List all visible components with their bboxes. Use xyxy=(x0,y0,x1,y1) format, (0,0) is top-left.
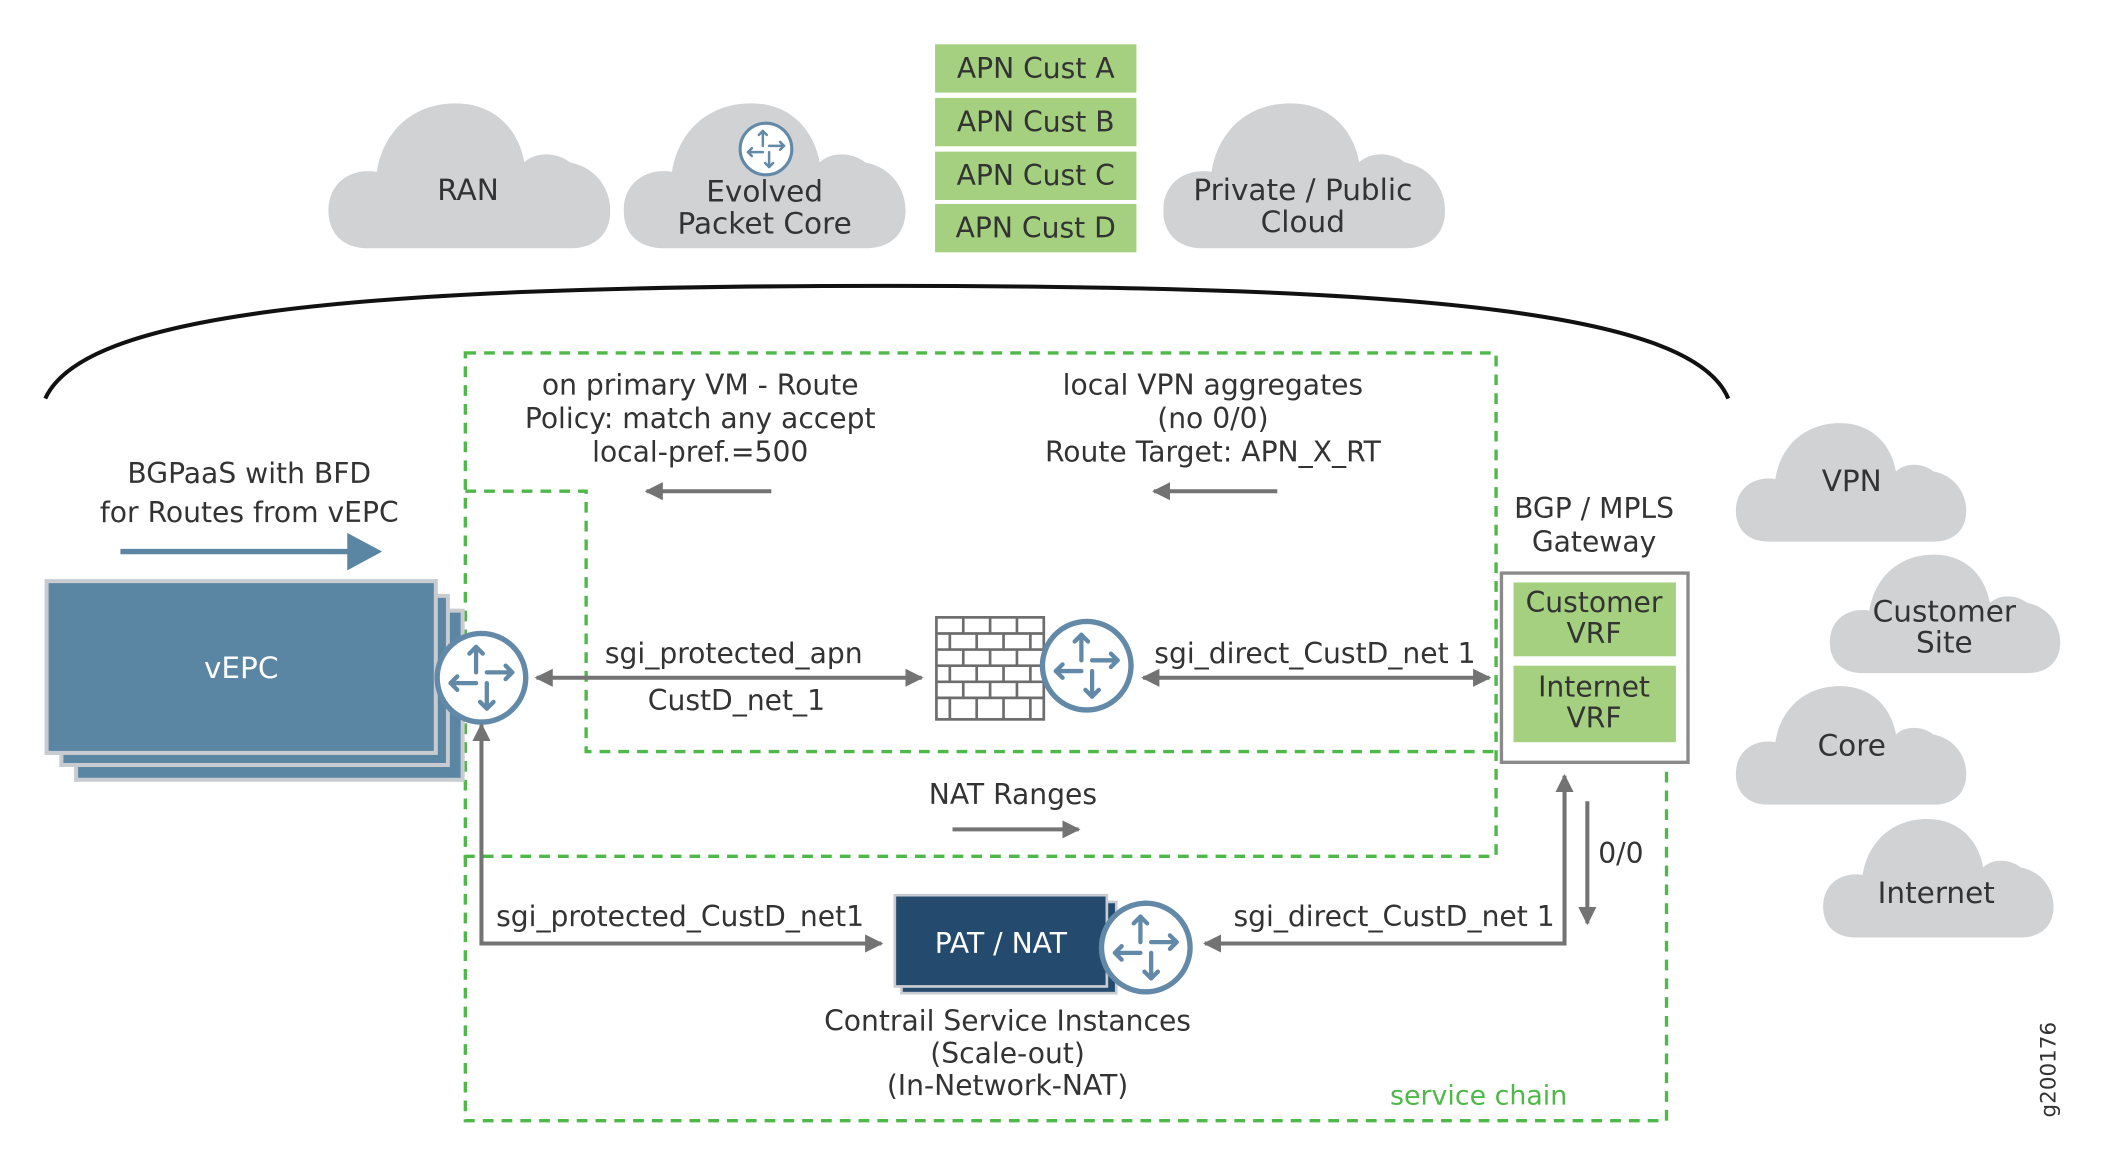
route-policy-line2: Policy: match any accept xyxy=(525,402,876,435)
vpn-label: VPN xyxy=(1822,464,1882,498)
vepc-stack: vEPC xyxy=(44,579,465,782)
vpn-aggregates-line2: (no 0/0) xyxy=(1157,402,1268,435)
epc-label-line2: Packet Core xyxy=(677,207,851,241)
vepc-router-icon xyxy=(437,633,526,722)
pat-nat-router-icon xyxy=(1102,903,1191,992)
vpn-aggregates-line3: Route Target: APN_X_RT xyxy=(1045,436,1382,469)
contrail-line3: (In-Network-NAT) xyxy=(887,1069,1128,1102)
sgi-protected-apn-label: sgi_protected_apn xyxy=(605,637,863,670)
service-chain-label: service chain xyxy=(1390,1081,1567,1112)
private-public-cloud: Private / Public Cloud xyxy=(1163,103,1446,249)
ran-cloud: RAN xyxy=(328,103,611,249)
sgi-direct-bottom-link xyxy=(1203,773,1574,953)
apn-label-c: APN Cust C xyxy=(957,159,1115,192)
epc-router-icon xyxy=(738,121,794,177)
apn-label-d: APN Cust D xyxy=(956,212,1116,245)
sgi-protected-custd-link xyxy=(472,722,884,953)
internet-cloud: Internet xyxy=(1823,819,2054,938)
sgi-direct-bottom-label: sgi_direct_CustD_net 1 xyxy=(1233,900,1554,933)
apn-box-b xyxy=(935,97,1137,147)
outer-policy-region xyxy=(463,351,1498,858)
customer-vrf-line1: Customer xyxy=(1526,586,1663,619)
vpn-cloud: VPN xyxy=(1735,423,1967,542)
service-chain-region xyxy=(463,751,1669,1123)
customer-site-cloud: Customer Site xyxy=(1829,554,2061,674)
customer-vrf-line2: VRF xyxy=(1567,617,1622,650)
route-policy-line1: on primary VM - Route xyxy=(542,369,859,402)
apn-list: APN Cust A APN Cust B APN Cust C APN Cus… xyxy=(935,44,1137,253)
epc-label-line1: Evolved xyxy=(706,174,823,208)
evolved-packet-core-cloud: Evolved Packet Core xyxy=(623,103,906,249)
apn-box-c xyxy=(935,151,1137,200)
apn-box-d xyxy=(935,204,1137,253)
apn-label-b: APN Cust B xyxy=(957,106,1115,139)
sgi-direct-top-label: sgi_direct_CustD_net 1 xyxy=(1154,637,1475,670)
pat-nat-label: PAT / NAT xyxy=(935,927,1068,960)
custd-net-1-label: CustD_net_1 xyxy=(648,684,825,717)
inner-vpn-region xyxy=(465,489,1663,754)
contrail-line1: Contrail Service Instances xyxy=(824,1005,1191,1038)
apn-label-a: APN Cust A xyxy=(957,52,1115,85)
cloud-label-line1: Private / Public xyxy=(1193,173,1412,207)
firewall-router-icon xyxy=(1042,621,1131,710)
internet-vrf-line2: VRF xyxy=(1567,701,1622,734)
bgpaas-arrow-head xyxy=(347,532,383,571)
site-label-line2: Site xyxy=(1916,625,1973,659)
gateway-title-line1: BGP / MPLS xyxy=(1514,492,1674,525)
customer-vrf-box xyxy=(1513,582,1676,657)
sgi-protected-custd-label: sgi_protected_CustD_net1 xyxy=(496,900,864,933)
gateway-title-line2: Gateway xyxy=(1532,526,1656,559)
vpn-aggregates-line1: local VPN aggregates xyxy=(1063,369,1363,402)
bgpaas-line1: BGPaaS with BFD xyxy=(127,457,371,490)
contrail-line2: (Scale-out) xyxy=(930,1037,1085,1070)
internet-label: Internet xyxy=(1878,876,1995,910)
internet-vrf-line1: Internet xyxy=(1538,671,1650,704)
default-route-label: 0/0 xyxy=(1598,837,1643,870)
ran-label: RAN xyxy=(437,173,499,207)
nat-ranges-label: NAT Ranges xyxy=(929,778,1097,811)
cloud-label-line2: Cloud xyxy=(1261,205,1345,239)
site-label-line1: Customer xyxy=(1873,594,2017,628)
core-label: Core xyxy=(1818,729,1886,763)
firewall-icon xyxy=(935,616,1046,721)
bgpaas-line2: for Routes from vEPC xyxy=(100,496,399,529)
figure-id: g200176 xyxy=(2037,1022,2062,1118)
internet-vrf-box xyxy=(1513,665,1676,743)
network-arc xyxy=(43,283,1731,400)
apn-box-a xyxy=(935,44,1137,93)
route-policy-line3: local-pref.=500 xyxy=(592,436,808,469)
core-cloud: Core xyxy=(1735,686,1967,805)
vepc-label: vEPC xyxy=(204,651,279,685)
